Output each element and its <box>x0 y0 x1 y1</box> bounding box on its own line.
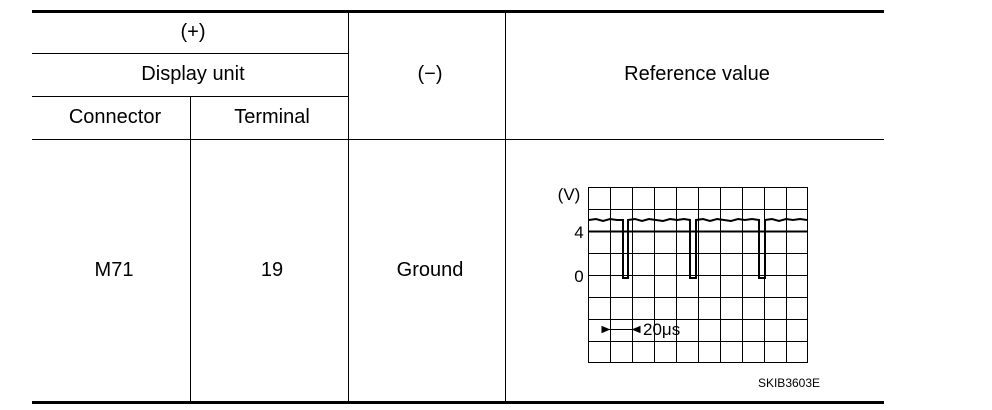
cell-terminal: 19 <box>260 259 284 281</box>
voltage-tick-0: 0 <box>574 267 583 286</box>
timebase-indicator <box>601 325 641 334</box>
header-terminal: Terminal <box>234 106 310 128</box>
header-plus: (+) <box>180 21 206 43</box>
table-bottom-border <box>32 401 884 404</box>
header-bottom-border <box>32 139 884 140</box>
col-divider-connector-terminal <box>190 97 191 401</box>
header-connector: Connector <box>68 106 162 128</box>
voltage-tick-4: 4 <box>574 223 583 242</box>
header-display-unit: Display unit <box>141 63 245 85</box>
cell-connector: M71 <box>94 259 134 281</box>
table-top-border <box>32 10 884 13</box>
voltage-unit-label: (V) <box>558 185 581 204</box>
header-minus: (−) <box>417 63 443 85</box>
signal-trace <box>588 217 808 279</box>
col-divider-minus-reference <box>505 13 506 401</box>
timebase-label: 20μs <box>643 320 680 339</box>
header-divider-display-unit <box>32 96 348 97</box>
cell-minus: Ground <box>396 259 464 281</box>
arrow-left-icon <box>631 325 641 334</box>
figure-code: SKIB3603E <box>758 376 820 390</box>
col-divider-plus-minus <box>348 13 349 401</box>
arrow-right-icon <box>601 325 611 334</box>
header-reference-value: Reference value <box>624 63 770 85</box>
header-divider-plus <box>32 53 348 54</box>
oscilloscope-grid <box>588 187 808 363</box>
